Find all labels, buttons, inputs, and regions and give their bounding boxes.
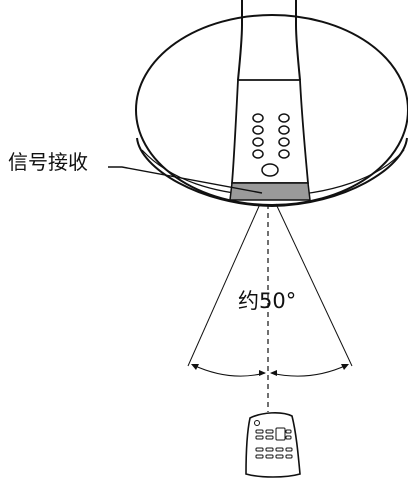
remote-body <box>245 412 301 478</box>
panel-button <box>252 137 264 147</box>
control-buttons <box>252 113 290 177</box>
reception-angle-label: 约50° <box>238 289 297 313</box>
remote-buttons <box>255 427 293 459</box>
signal-receiver-label: 信号接收 <box>8 150 88 174</box>
panel-button <box>278 113 290 123</box>
remote-button <box>255 454 264 459</box>
panel-button <box>278 137 290 147</box>
left-angle-arc <box>192 364 266 377</box>
arrowhead <box>270 370 277 376</box>
remote-control <box>245 412 301 478</box>
remote-button <box>285 429 292 434</box>
remote-button <box>285 435 292 440</box>
remote-button <box>285 447 293 452</box>
remote-button <box>255 447 264 452</box>
remote-button <box>265 447 274 452</box>
lamp-neck <box>237 0 301 81</box>
angle-arrowheads <box>191 364 349 376</box>
remote-button <box>275 454 284 459</box>
panel-button <box>278 125 290 135</box>
remote-emitter <box>254 420 260 426</box>
right-angle-arc <box>270 364 348 377</box>
remote-button <box>275 427 286 441</box>
angle-arcs <box>192 364 348 377</box>
arrowhead <box>191 364 199 370</box>
arrowhead <box>341 364 349 370</box>
panel-power-button <box>261 163 279 177</box>
reception-cone <box>187 203 353 367</box>
remote-button <box>275 447 284 452</box>
panel-button <box>252 113 264 123</box>
remote-button <box>265 435 274 440</box>
panel-button <box>278 149 290 159</box>
receiver-leader-line <box>108 166 263 194</box>
remote-button <box>285 454 293 459</box>
remote-button <box>255 429 264 434</box>
arrowhead <box>259 370 266 376</box>
cone-left-edge <box>187 203 261 367</box>
panel-button <box>252 149 264 159</box>
remote-button <box>265 429 274 434</box>
panel-button <box>252 125 264 135</box>
remote-button <box>265 454 274 459</box>
cone-right-edge <box>275 203 353 367</box>
remote-button <box>255 435 264 440</box>
signal-receiver-window <box>229 182 311 201</box>
